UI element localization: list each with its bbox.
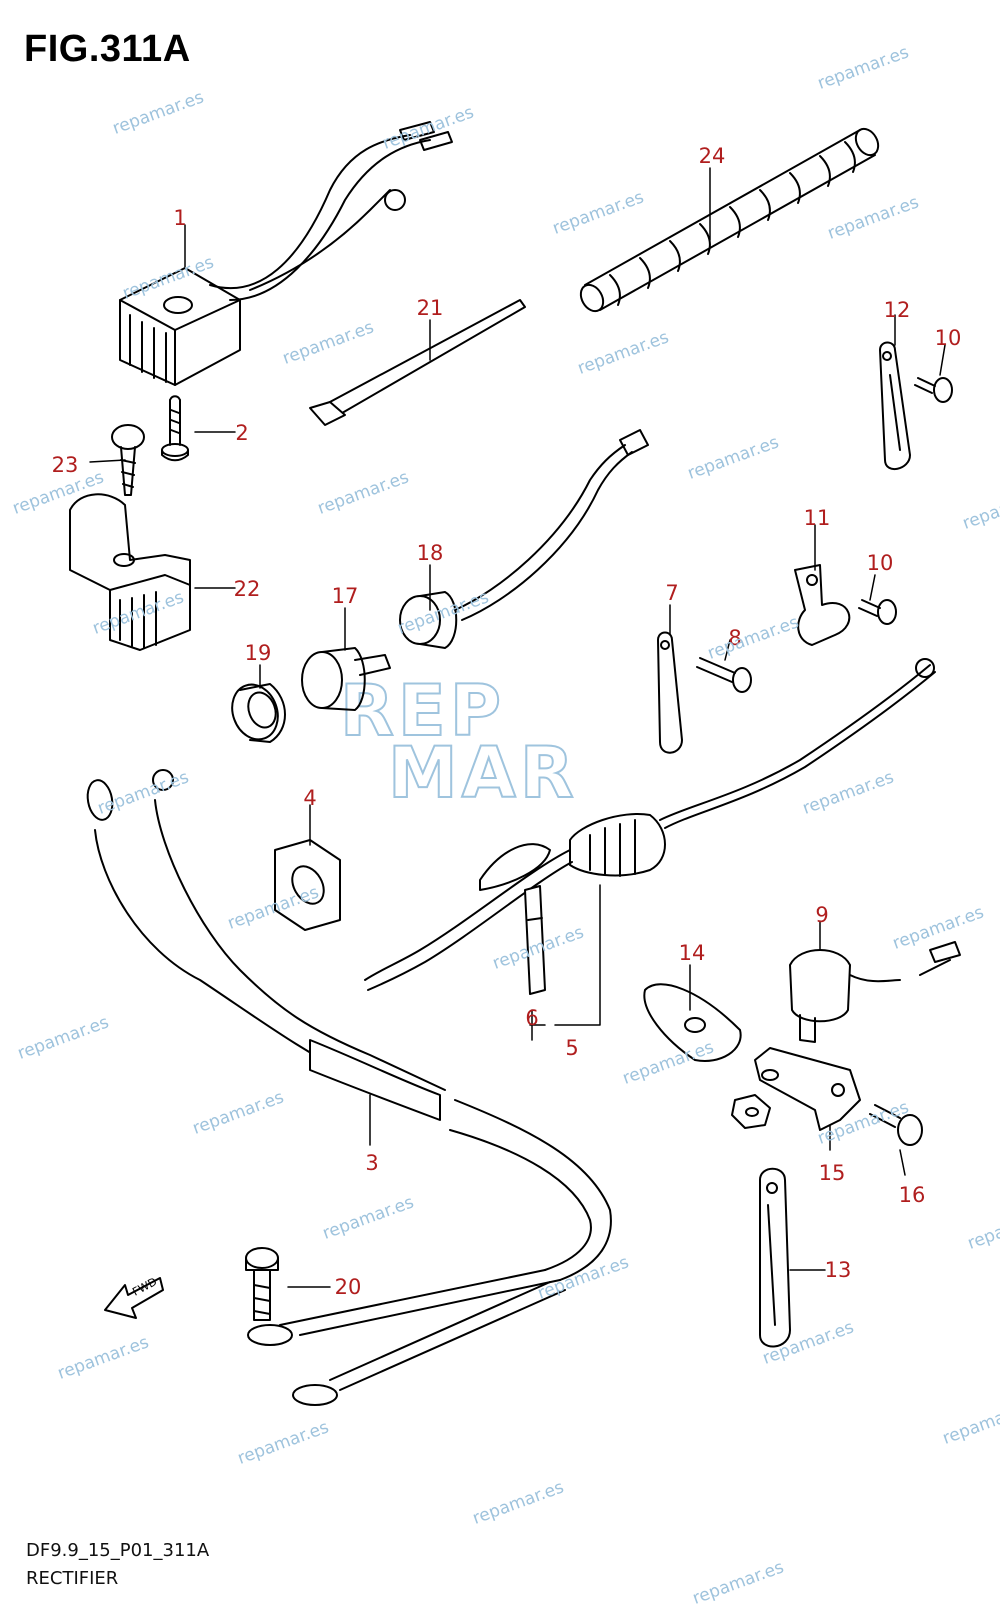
callout-19[interactable]: 19 [245, 641, 272, 665]
figure-code: DF9.9_15_P01_311A [26, 1540, 210, 1561]
callout-21[interactable]: 21 [417, 296, 444, 320]
part-9-switch[interactable] [789, 941, 961, 1043]
part-20-bolt[interactable] [245, 1247, 279, 1321]
callout-22[interactable]: 22 [234, 577, 261, 601]
logo-line-2: MAR [387, 731, 578, 815]
part-1-rectifier[interactable] [119, 121, 453, 386]
part-14-plate[interactable] [643, 983, 742, 1062]
part-21-cable-tie[interactable] [309, 299, 526, 426]
part-17-cap[interactable] [301, 647, 391, 711]
part-23-tapping-screw[interactable] [111, 424, 145, 496]
part-12-clamp[interactable] [879, 341, 911, 470]
callout-14[interactable]: 14 [679, 941, 706, 965]
callout-16[interactable]: 16 [899, 1183, 926, 1207]
callout-numbers: 1 2 3 4 5 6 7 8 9 10 10 11 12 13 14 15 1… [52, 144, 962, 1299]
part-8-bolt[interactable] [696, 657, 752, 693]
part-3-main-harness[interactable] [85, 769, 612, 1406]
callout-23[interactable]: 23 [52, 453, 79, 477]
callout-1[interactable]: 1 [173, 206, 186, 230]
callout-5[interactable]: 5 [565, 1036, 578, 1060]
part-7-clamp[interactable] [657, 631, 683, 754]
figure-title: FIG.311A [24, 28, 191, 70]
callout-7[interactable]: 7 [665, 581, 678, 605]
callout-6[interactable]: 6 [525, 1006, 538, 1030]
callout-10-upper[interactable]: 10 [935, 326, 962, 350]
part-15-bracket[interactable] [731, 1047, 861, 1131]
part-10-bolt-lower[interactable] [858, 599, 897, 625]
part-5-harness[interactable] [364, 658, 936, 991]
repamar-logo: REP MAR [339, 669, 640, 820]
part-16-bolt[interactable] [869, 1104, 923, 1146]
figure-caption: RECTIFIER [26, 1568, 119, 1589]
fwd-arrow [104, 1277, 164, 1319]
callout-13[interactable]: 13 [825, 1258, 852, 1282]
part-2-screw[interactable] [161, 395, 189, 462]
callout-24[interactable]: 24 [699, 144, 726, 168]
callout-10-lower[interactable]: 10 [867, 551, 894, 575]
part-4-grommet[interactable] [274, 839, 341, 931]
callout-17[interactable]: 17 [332, 584, 359, 608]
part-6-terminal[interactable] [524, 885, 546, 995]
part-11-clamp[interactable] [794, 564, 851, 646]
part-13-clamp[interactable] [759, 1167, 791, 1348]
logo-line-1: REP [339, 669, 506, 753]
callout-2[interactable]: 2 [235, 421, 248, 445]
callout-8[interactable]: 8 [728, 626, 741, 650]
callout-12[interactable]: 12 [884, 298, 911, 322]
callout-4[interactable]: 4 [303, 786, 316, 810]
callout-18[interactable]: 18 [417, 541, 444, 565]
callout-15[interactable]: 15 [819, 1161, 846, 1185]
part-19-ring[interactable] [225, 678, 286, 746]
callout-11[interactable]: 11 [804, 506, 831, 530]
part-18-grommet[interactable] [399, 429, 649, 649]
callout-9[interactable]: 9 [815, 903, 828, 927]
callout-20[interactable]: 20 [335, 1275, 362, 1299]
callout-3[interactable]: 3 [365, 1151, 378, 1175]
part-24-spiral-tube[interactable] [576, 125, 882, 315]
part-10-bolt-upper[interactable] [914, 377, 953, 403]
part-22-bracket[interactable] [69, 493, 191, 651]
leader-lines [89, 167, 946, 1288]
